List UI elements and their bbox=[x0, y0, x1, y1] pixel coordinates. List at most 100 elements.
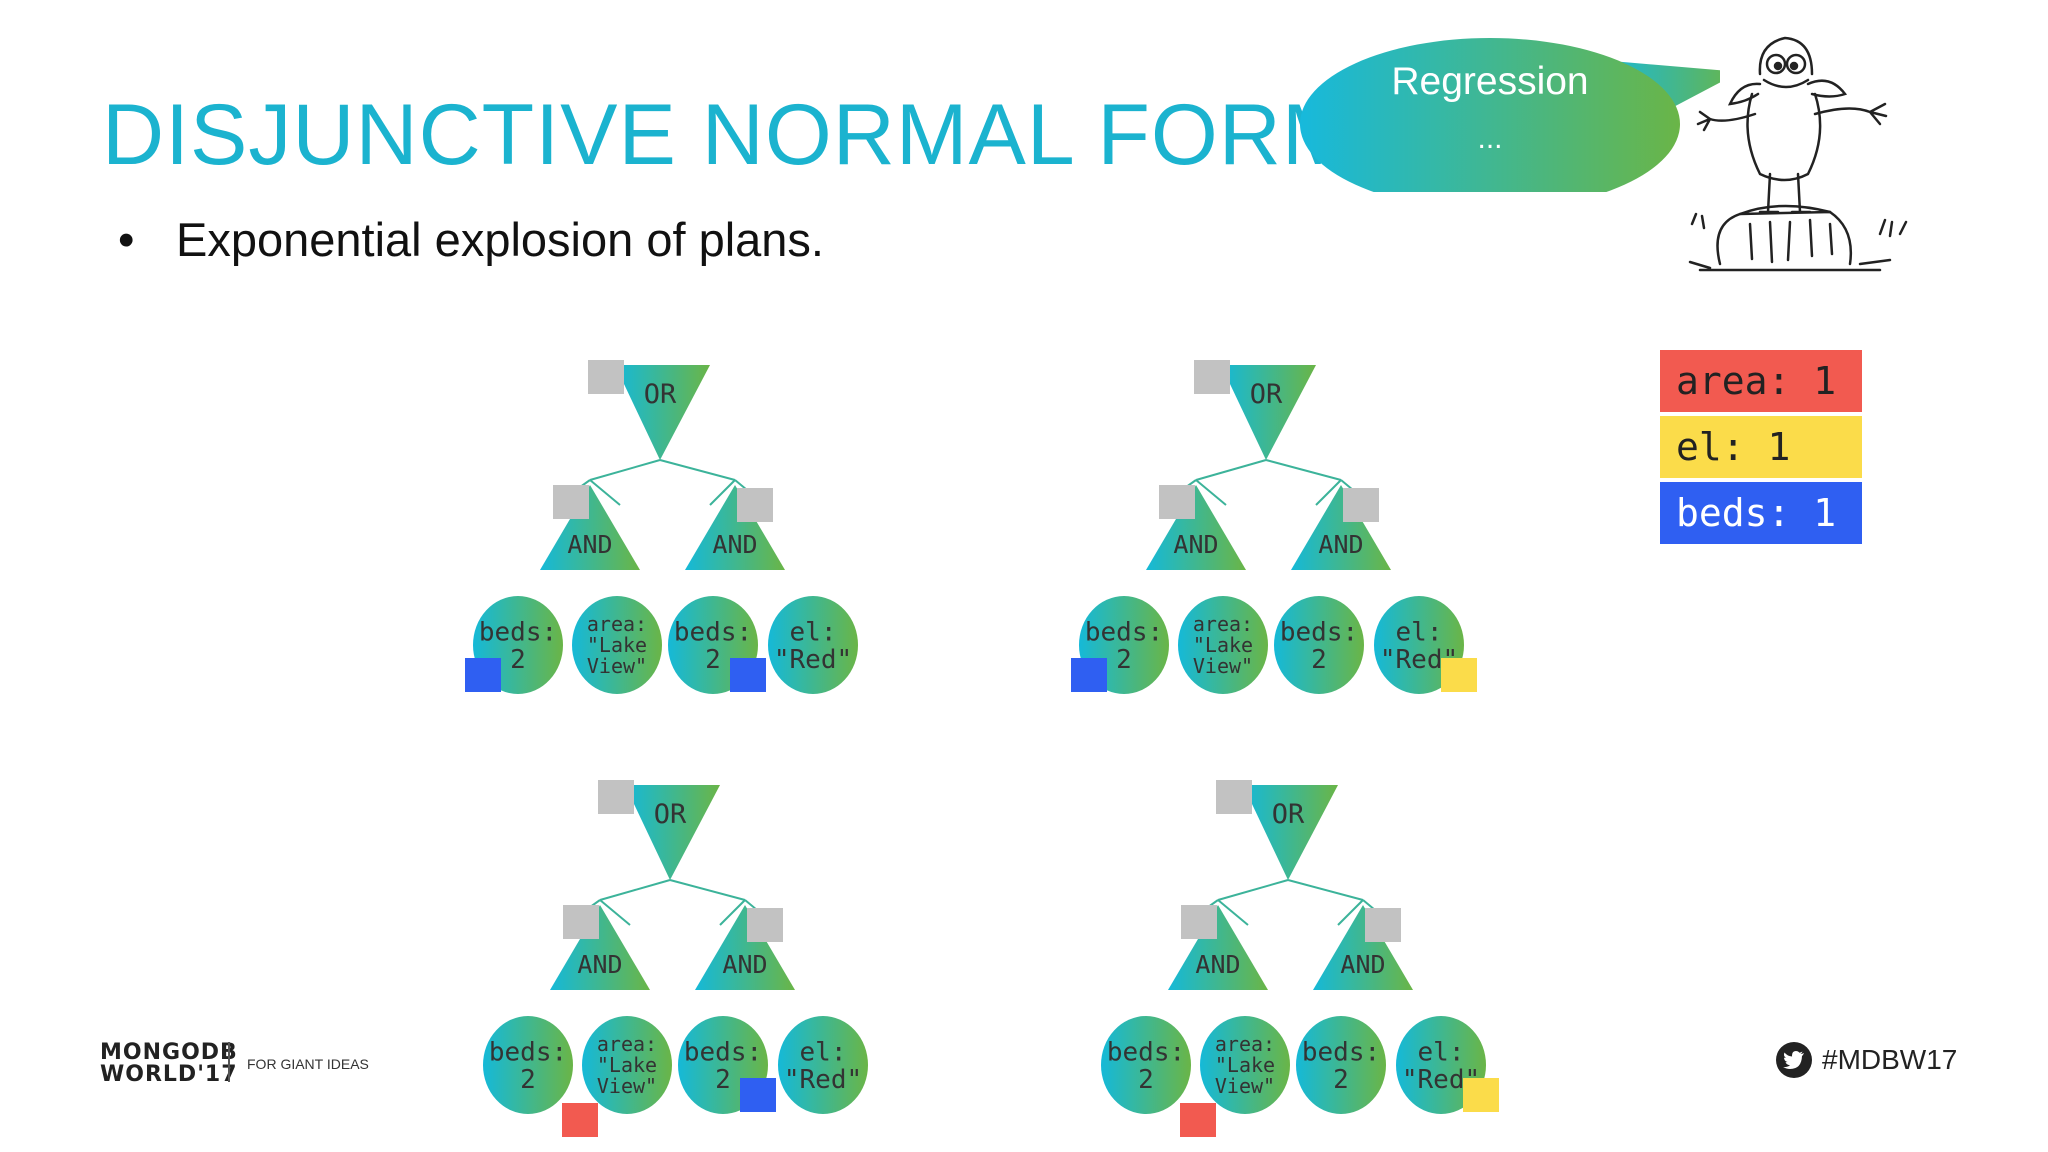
leaf-area-node bbox=[1200, 1016, 1290, 1114]
leaf-beds-label: beds: bbox=[684, 1037, 762, 1067]
and-node bbox=[1168, 905, 1268, 990]
leaf-beds-label: beds: bbox=[674, 617, 752, 647]
tree-edge bbox=[589, 479, 621, 506]
marker-blue bbox=[1071, 658, 1107, 692]
tree-edge bbox=[1195, 459, 1267, 481]
tree-edge bbox=[669, 879, 746, 901]
lorax-illustration bbox=[1680, 24, 1920, 279]
or-node bbox=[1221, 365, 1316, 460]
and-label: AND bbox=[577, 950, 622, 979]
and-label: AND bbox=[567, 530, 612, 559]
legend-area: area: 1 bbox=[1660, 350, 1862, 412]
tree-edge bbox=[1217, 899, 1249, 926]
leaf-el-label: el: bbox=[800, 1037, 847, 1067]
leaf-beds-label: 2 bbox=[715, 1065, 731, 1095]
tree-edge bbox=[1195, 479, 1227, 506]
tree-edge bbox=[599, 879, 671, 901]
leaf-area-label: "Lake bbox=[597, 1053, 657, 1077]
marker-blue bbox=[740, 1078, 776, 1112]
marker-red bbox=[1180, 1103, 1216, 1137]
leaf-beds-label: beds: bbox=[479, 617, 557, 647]
speech-bubble-shape bbox=[1300, 38, 1740, 210]
leaf-area-label: "Lake bbox=[1193, 633, 1253, 657]
and-label: AND bbox=[1318, 530, 1363, 559]
marker-grey bbox=[1365, 908, 1401, 942]
leaf-area-label: View" bbox=[597, 1074, 657, 1098]
legend-beds: beds: 1 bbox=[1660, 482, 1862, 544]
and-node bbox=[1146, 485, 1246, 570]
marker-grey bbox=[737, 488, 773, 522]
logo-line-2: WORLD'17 bbox=[100, 1062, 238, 1087]
and-node bbox=[695, 905, 795, 990]
and-label: AND bbox=[712, 530, 757, 559]
and-node bbox=[1313, 905, 1413, 990]
tree-edge bbox=[1287, 879, 1364, 901]
leaf-area-label: area: bbox=[1193, 612, 1253, 636]
or-node bbox=[1243, 785, 1338, 880]
leaf-beds-label: 2 bbox=[510, 645, 526, 675]
leaf-beds-label: beds: bbox=[489, 1037, 567, 1067]
leaf-el-label: "Red" bbox=[774, 645, 852, 675]
bubble-text-regression: Regression bbox=[1391, 60, 1589, 103]
legend: area: 1 el: 1 beds: 1 bbox=[1660, 350, 1862, 548]
marker-grey bbox=[563, 905, 599, 939]
tree-edge bbox=[1217, 879, 1289, 901]
and-label: AND bbox=[1173, 530, 1218, 559]
leaf-beds-node bbox=[1274, 596, 1364, 694]
leaf-beds-node bbox=[1101, 1016, 1191, 1114]
footer-tagline: FOR GIANT IDEAS bbox=[247, 1056, 369, 1072]
marker-grey bbox=[553, 485, 589, 519]
hashtag-text: #MDBW17 bbox=[1822, 1044, 1958, 1075]
leaf-beds-label: beds: bbox=[1280, 617, 1358, 647]
tree-edge bbox=[599, 899, 631, 926]
marker-blue bbox=[730, 658, 766, 692]
tree-edge bbox=[1315, 479, 1342, 506]
hashtag: #MDBW17 bbox=[1776, 1042, 1957, 1078]
slide-title: DISJUNCTIVE NORMAL FORM bbox=[102, 87, 1355, 183]
twitter-icon bbox=[1776, 1042, 1812, 1078]
bullet-symbol: • bbox=[118, 213, 135, 266]
marker-grey bbox=[598, 780, 634, 814]
marker-yellow bbox=[1441, 658, 1477, 692]
leaf-area-label: area: bbox=[1215, 1032, 1275, 1056]
leaf-beds-label: beds: bbox=[1302, 1037, 1380, 1067]
marker-grey bbox=[1343, 488, 1379, 522]
tree-edge bbox=[1265, 459, 1342, 481]
leaf-el-node bbox=[768, 596, 858, 694]
marker-grey bbox=[1181, 905, 1217, 939]
or-label: OR bbox=[1272, 799, 1305, 830]
tree-edge bbox=[1337, 899, 1364, 926]
leaf-el-label: "Red" bbox=[784, 1065, 862, 1095]
leaf-area-label: View" bbox=[1215, 1074, 1275, 1098]
bullet-text: Exponential explosion of plans. bbox=[176, 213, 824, 266]
leaf-beds-label: 2 bbox=[1333, 1065, 1349, 1095]
and-node bbox=[540, 485, 640, 570]
marker-blue bbox=[465, 658, 501, 692]
leaf-beds-label: 2 bbox=[1311, 645, 1327, 675]
speech-bubble: Regression ... bbox=[1300, 20, 1740, 210]
leaf-area-label: "Lake bbox=[587, 633, 647, 657]
leaf-area-node bbox=[1178, 596, 1268, 694]
or-node bbox=[615, 365, 710, 460]
and-label: AND bbox=[1340, 950, 1385, 979]
marker-grey bbox=[1216, 780, 1252, 814]
leaf-el-node bbox=[778, 1016, 868, 1114]
leaf-beds-label: beds: bbox=[1085, 617, 1163, 647]
leaf-area-label: View" bbox=[587, 654, 647, 678]
leaf-area-label: View" bbox=[1193, 654, 1253, 678]
or-label: OR bbox=[644, 379, 677, 410]
leaf-area-label: "Lake bbox=[1215, 1053, 1275, 1077]
logo-line-1: MONGODB bbox=[100, 1040, 238, 1065]
and-node bbox=[1291, 485, 1391, 570]
leaf-beds-label: 2 bbox=[1116, 645, 1132, 675]
leaf-area-node bbox=[572, 596, 662, 694]
leaf-el-label: el: bbox=[1396, 617, 1443, 647]
or-label: OR bbox=[654, 799, 687, 830]
